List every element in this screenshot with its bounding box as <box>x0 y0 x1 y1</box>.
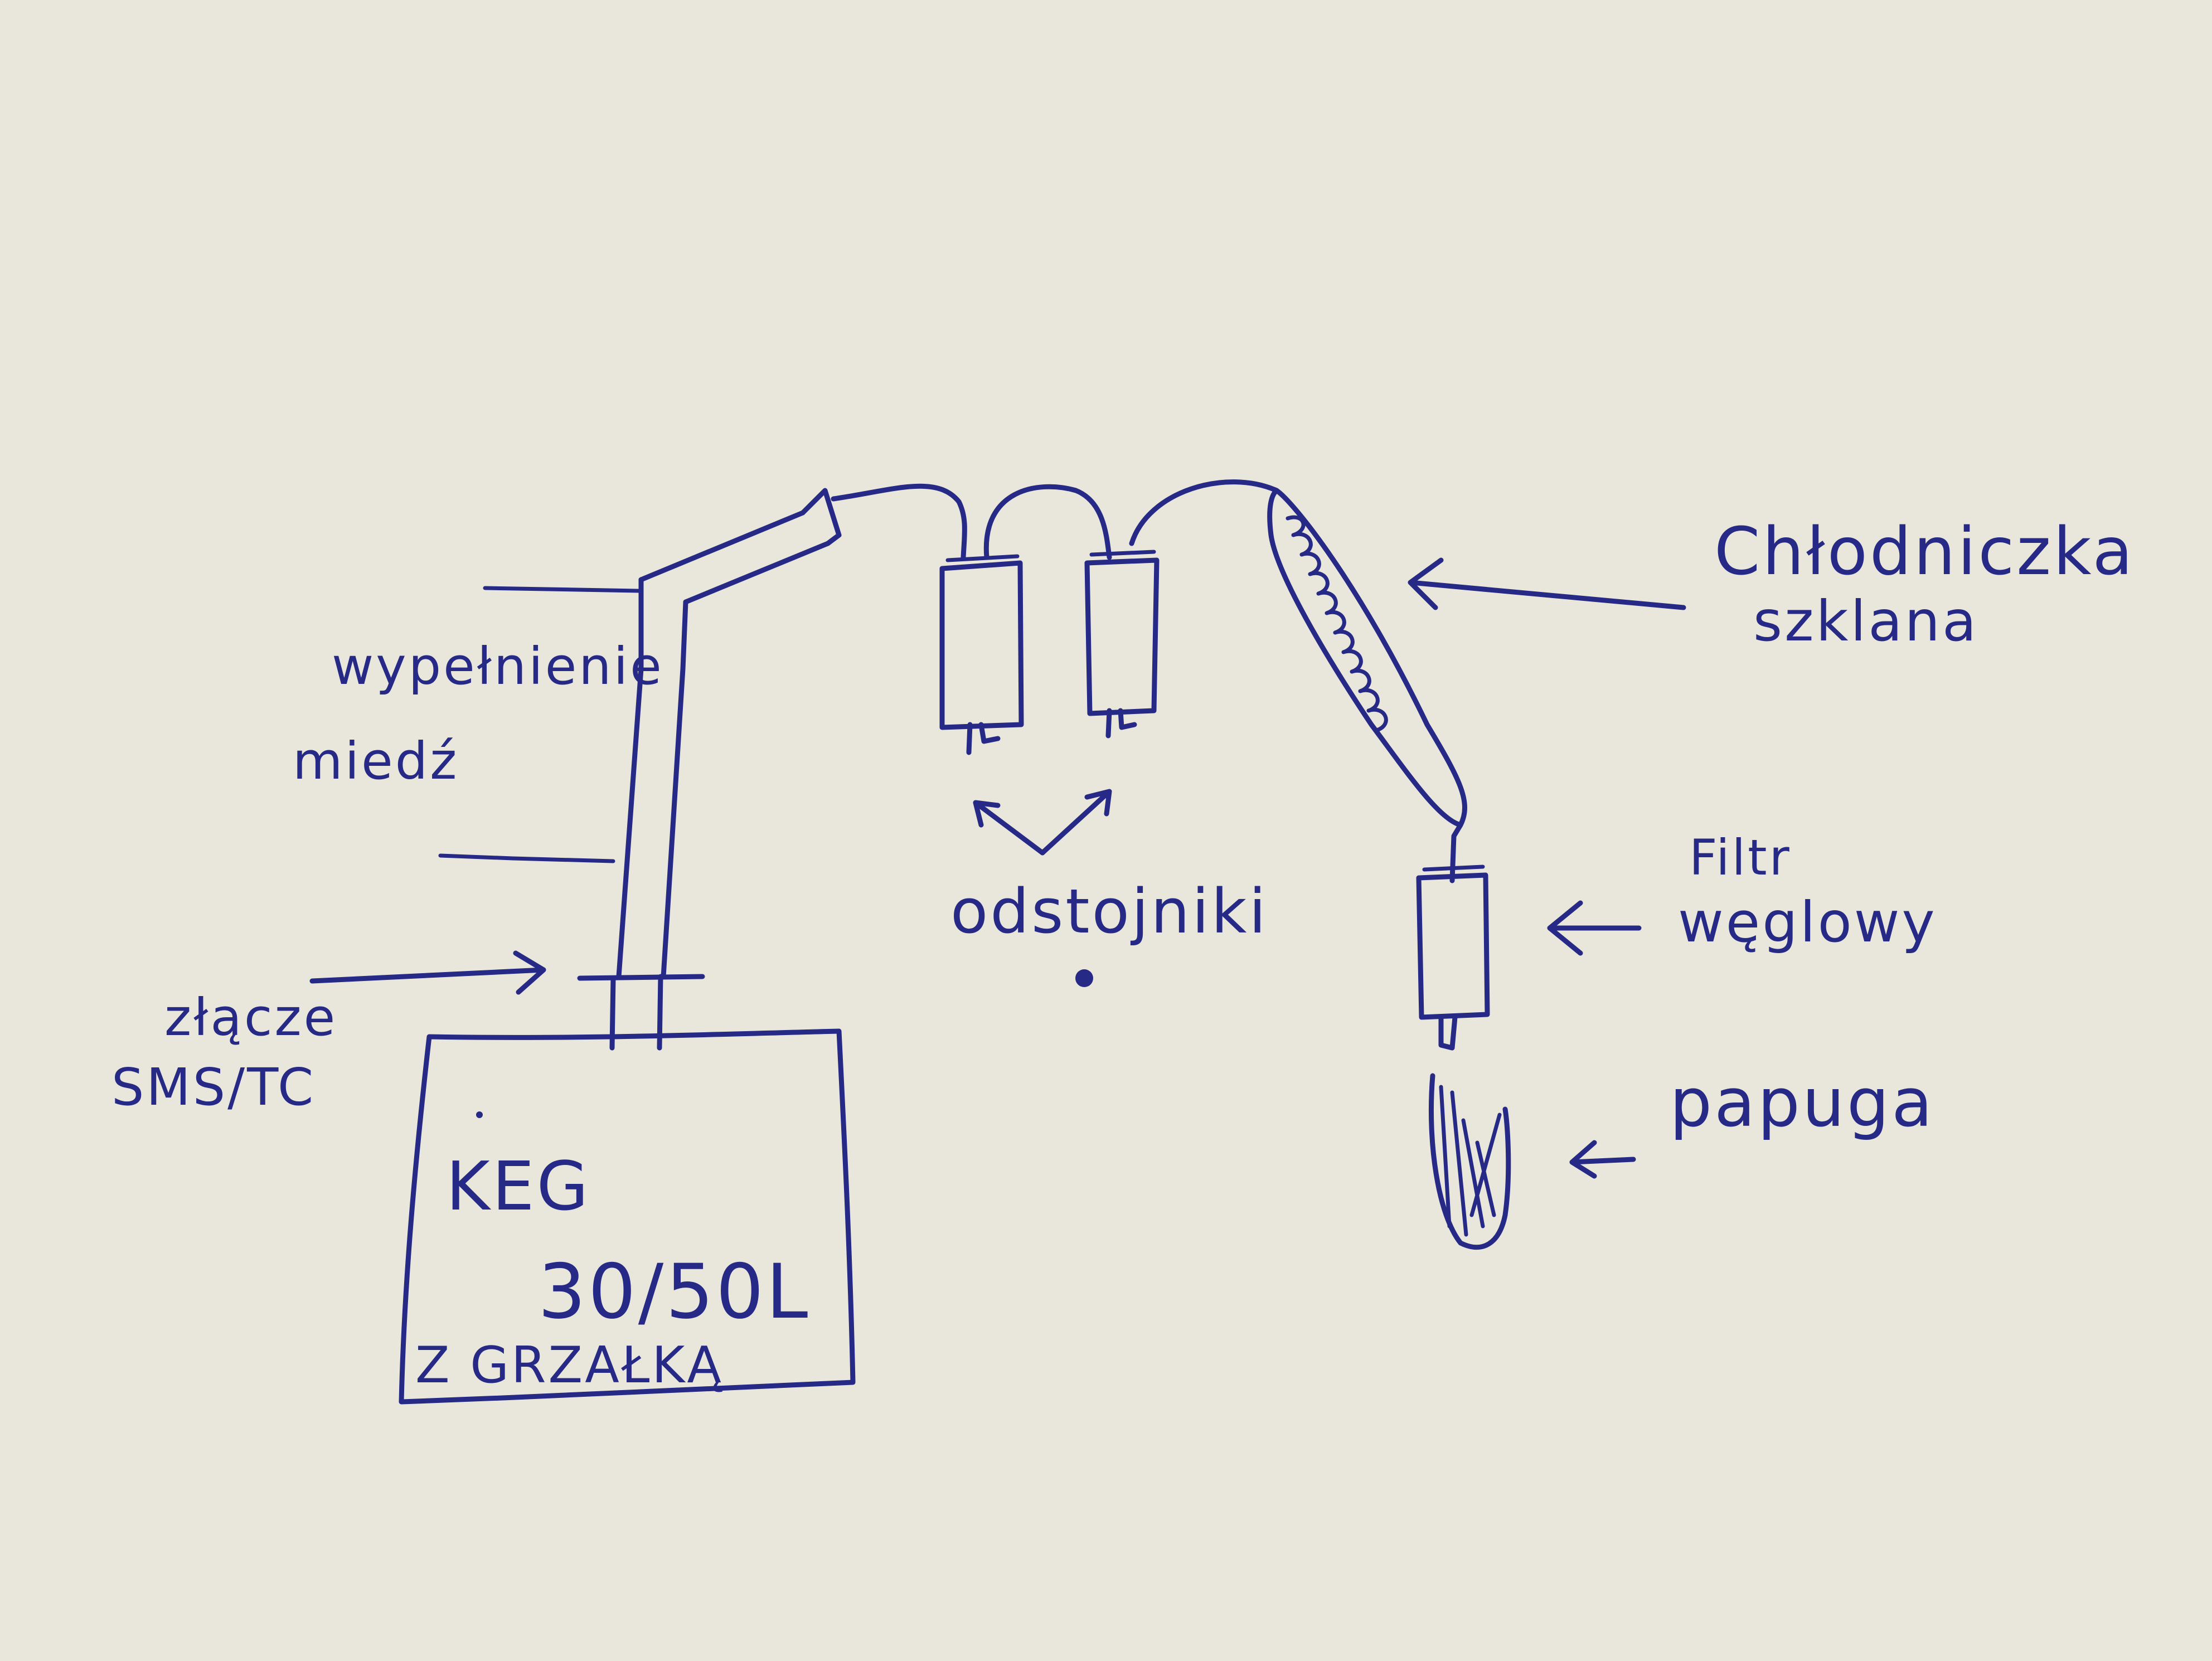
keg-label-line2: 30/50L <box>538 1248 811 1335</box>
packing-label-line2: miedź <box>293 731 459 791</box>
arrow-to-parrot <box>1569 1140 1636 1179</box>
connector-label-line1: złącze <box>164 988 338 1047</box>
settler-1-tap <box>966 722 1001 755</box>
connector-label-line2: SMS/TC <box>111 1057 316 1117</box>
cooler-label-line2: szklana <box>1753 589 1979 654</box>
filter-label-line2: węglowy <box>1678 890 1937 955</box>
parrot-fill <box>1439 1085 1502 1237</box>
cooler-outlet <box>1449 822 1463 883</box>
filter-spout <box>1438 1014 1458 1051</box>
cooler-label-line1: Chłodniczka <box>1714 513 2135 590</box>
arrow-to-connector <box>309 950 546 995</box>
tube-settler2-to-cooler <box>1129 479 1279 546</box>
ink-blot <box>1075 969 1093 987</box>
carbon-filter <box>1416 872 1490 1020</box>
arrow-to-settler-2 <box>1040 789 1112 856</box>
tube-column-to-settler1 <box>831 483 967 560</box>
connector-stub-right <box>657 974 663 1051</box>
tube-settler1-to-settler2 <box>983 484 1112 560</box>
cooler-coil <box>1286 515 1388 732</box>
settler-1 <box>939 560 1024 730</box>
arrow-to-filter <box>1547 900 1642 956</box>
parrot-outline <box>1428 1073 1511 1250</box>
connector-stub-left <box>609 975 616 1051</box>
keg-outline <box>399 1028 856 1405</box>
column-head <box>800 488 842 546</box>
arrow-to-settler-1 <box>973 800 1045 856</box>
settler-2-cap <box>1089 550 1156 557</box>
filter-label-line1: Filtr <box>1689 829 1792 886</box>
packing-mark-top <box>483 586 641 593</box>
parrot-label: papuga <box>1670 1065 1935 1142</box>
settler-2 <box>1084 557 1160 716</box>
column-right-wall <box>661 599 688 979</box>
glass-cooler-outline <box>1267 488 1467 828</box>
packing-mark-bottom <box>438 853 615 863</box>
packing-label-line1: wypełnienie <box>332 637 664 696</box>
settler-1-cap <box>945 554 1020 562</box>
column-left-wall <box>616 577 644 979</box>
settlers-label: odstojniki <box>950 876 1268 947</box>
keg-label-line3: Z GRZAŁKĄ <box>415 1336 724 1395</box>
filter-cap <box>1422 865 1485 872</box>
keg-dot <box>476 1111 483 1118</box>
column-top-right <box>683 541 831 605</box>
arrow-to-cooler <box>1408 557 1686 610</box>
column-top-left <box>638 510 806 582</box>
keg-label-line1: KEG <box>446 1148 591 1226</box>
connector-flange <box>577 974 705 981</box>
settler-2-tap <box>1105 708 1137 739</box>
